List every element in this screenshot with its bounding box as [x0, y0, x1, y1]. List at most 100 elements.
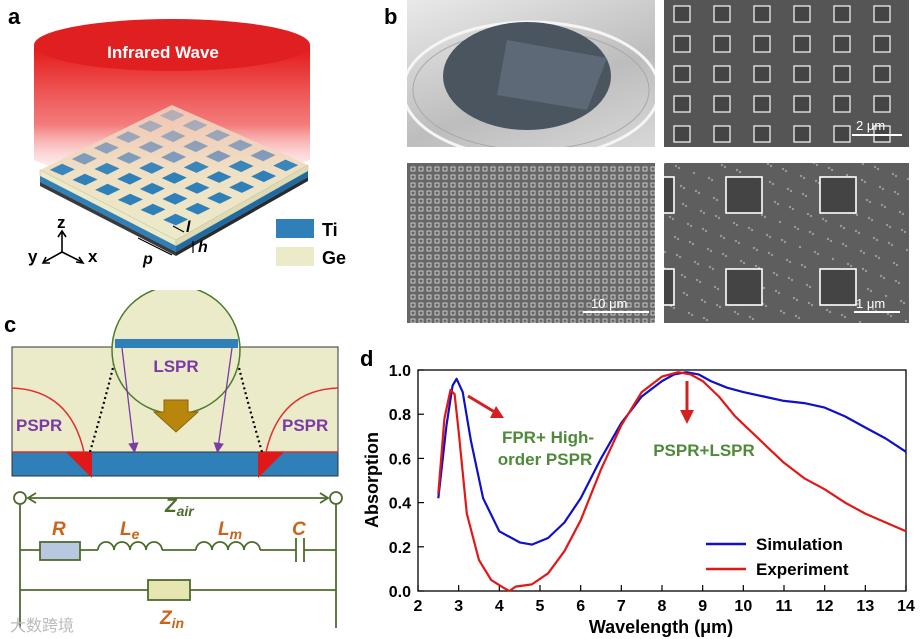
dim-h-label: h	[198, 239, 208, 256]
sem-square-small	[546, 214, 552, 220]
sem-square-small	[434, 230, 440, 236]
sem-grain	[739, 259, 743, 263]
sem-square-small	[442, 278, 448, 284]
sem-square-small	[634, 318, 640, 323]
lspr-zoom-circle	[111, 290, 241, 415]
sem-grain	[704, 229, 708, 233]
sem-image-10um: 10 μm	[407, 163, 655, 323]
sem-square-small	[450, 214, 456, 220]
sem-square-small	[618, 238, 624, 244]
sem-square-small	[450, 294, 456, 300]
sem-square-small	[610, 198, 616, 204]
ti-square	[207, 192, 233, 204]
sem-square-small	[586, 214, 592, 220]
sem-square-small	[562, 182, 568, 188]
sem-square-small	[442, 318, 448, 323]
sem-square	[833, 5, 851, 23]
sem-square-small	[426, 222, 432, 228]
sem-grain	[709, 249, 713, 253]
sem-square-small	[426, 190, 432, 196]
sem-square-small	[418, 230, 424, 236]
sem-image-1um: 1 μm	[664, 163, 909, 323]
sem-grain	[810, 303, 814, 307]
sem-square-small	[602, 246, 608, 252]
sem-square-small	[650, 190, 655, 196]
sem-square-small	[618, 318, 624, 323]
annotation-arrow-1	[467, 394, 499, 416]
sem-grain	[881, 187, 885, 191]
sem-square-small	[634, 238, 640, 244]
sem-square-small	[466, 182, 472, 188]
sem-square-small	[634, 302, 640, 308]
sem-square-small	[482, 294, 488, 300]
sem-square-small	[450, 206, 456, 212]
sem-square-small	[530, 262, 536, 268]
sem-square-small	[626, 198, 632, 204]
sem-grain	[671, 217, 675, 221]
sem-square-small	[490, 318, 496, 323]
ti-square	[160, 130, 186, 143]
sem-square-small	[538, 206, 544, 212]
sem-square-small	[618, 286, 624, 292]
sem-square-small	[626, 246, 632, 252]
sem-square-small	[530, 318, 536, 323]
sem-square-small	[450, 302, 456, 308]
sem-square-small	[418, 246, 424, 252]
ti-square	[227, 139, 253, 152]
sem-square-small	[546, 222, 552, 228]
pspr-label-right: PSPR	[282, 416, 328, 435]
sem-square-small	[450, 278, 456, 284]
sem-square-small	[530, 214, 536, 220]
sem-grain	[697, 191, 701, 195]
sem-square	[873, 5, 891, 23]
sem-square-small	[418, 286, 424, 292]
lspr-label: LSPR	[153, 357, 198, 376]
sem-square-small	[514, 222, 520, 228]
y-tick-label: 1.0	[389, 363, 411, 380]
sem-square-small	[522, 182, 528, 188]
sem-grain	[754, 264, 758, 268]
sem-square-small	[442, 294, 448, 300]
sem-square-small	[410, 198, 416, 204]
sem-square-small	[642, 174, 648, 180]
sem-grain	[747, 226, 751, 230]
sem-grain	[685, 293, 689, 297]
sem-square-small	[634, 182, 640, 188]
sem-square-small	[602, 182, 608, 188]
sem-square-small	[562, 310, 568, 316]
sem-square-small	[514, 238, 520, 244]
lm-label: Lm	[218, 519, 242, 542]
sem-square-small	[578, 206, 584, 212]
sem-square-small	[618, 294, 624, 300]
sem-square-small	[418, 270, 424, 276]
substrate-left	[40, 182, 176, 256]
sem-square-small	[482, 230, 488, 236]
sem-square-small	[626, 190, 632, 196]
sem-square-small	[458, 166, 464, 172]
sem-grain	[752, 246, 756, 250]
sem-grain	[867, 216, 871, 220]
sem-square-small	[410, 254, 416, 260]
sem-square-small	[530, 190, 536, 196]
sem-square-small	[498, 246, 504, 252]
sem-square-small	[618, 230, 624, 236]
sem-square-small	[586, 318, 592, 323]
sem-grain	[869, 289, 873, 293]
sem-grain	[861, 267, 865, 271]
sem-square-small	[410, 270, 416, 276]
sem-square-small	[594, 246, 600, 252]
sem-grain	[699, 209, 703, 213]
sem-square-small	[450, 246, 456, 252]
sem-grain	[692, 171, 696, 175]
sem-grain	[772, 271, 776, 275]
sem-square-small	[418, 262, 424, 268]
sem-square-small	[626, 230, 632, 236]
dim-l-label: l	[186, 219, 191, 236]
sem-square-small	[610, 238, 616, 244]
sem-square	[753, 5, 771, 23]
sem-square-small	[410, 174, 416, 180]
sem-square-small	[538, 182, 544, 188]
sem-grain	[737, 241, 741, 245]
sem-square-small	[434, 286, 440, 292]
sem-square-small	[578, 198, 584, 204]
